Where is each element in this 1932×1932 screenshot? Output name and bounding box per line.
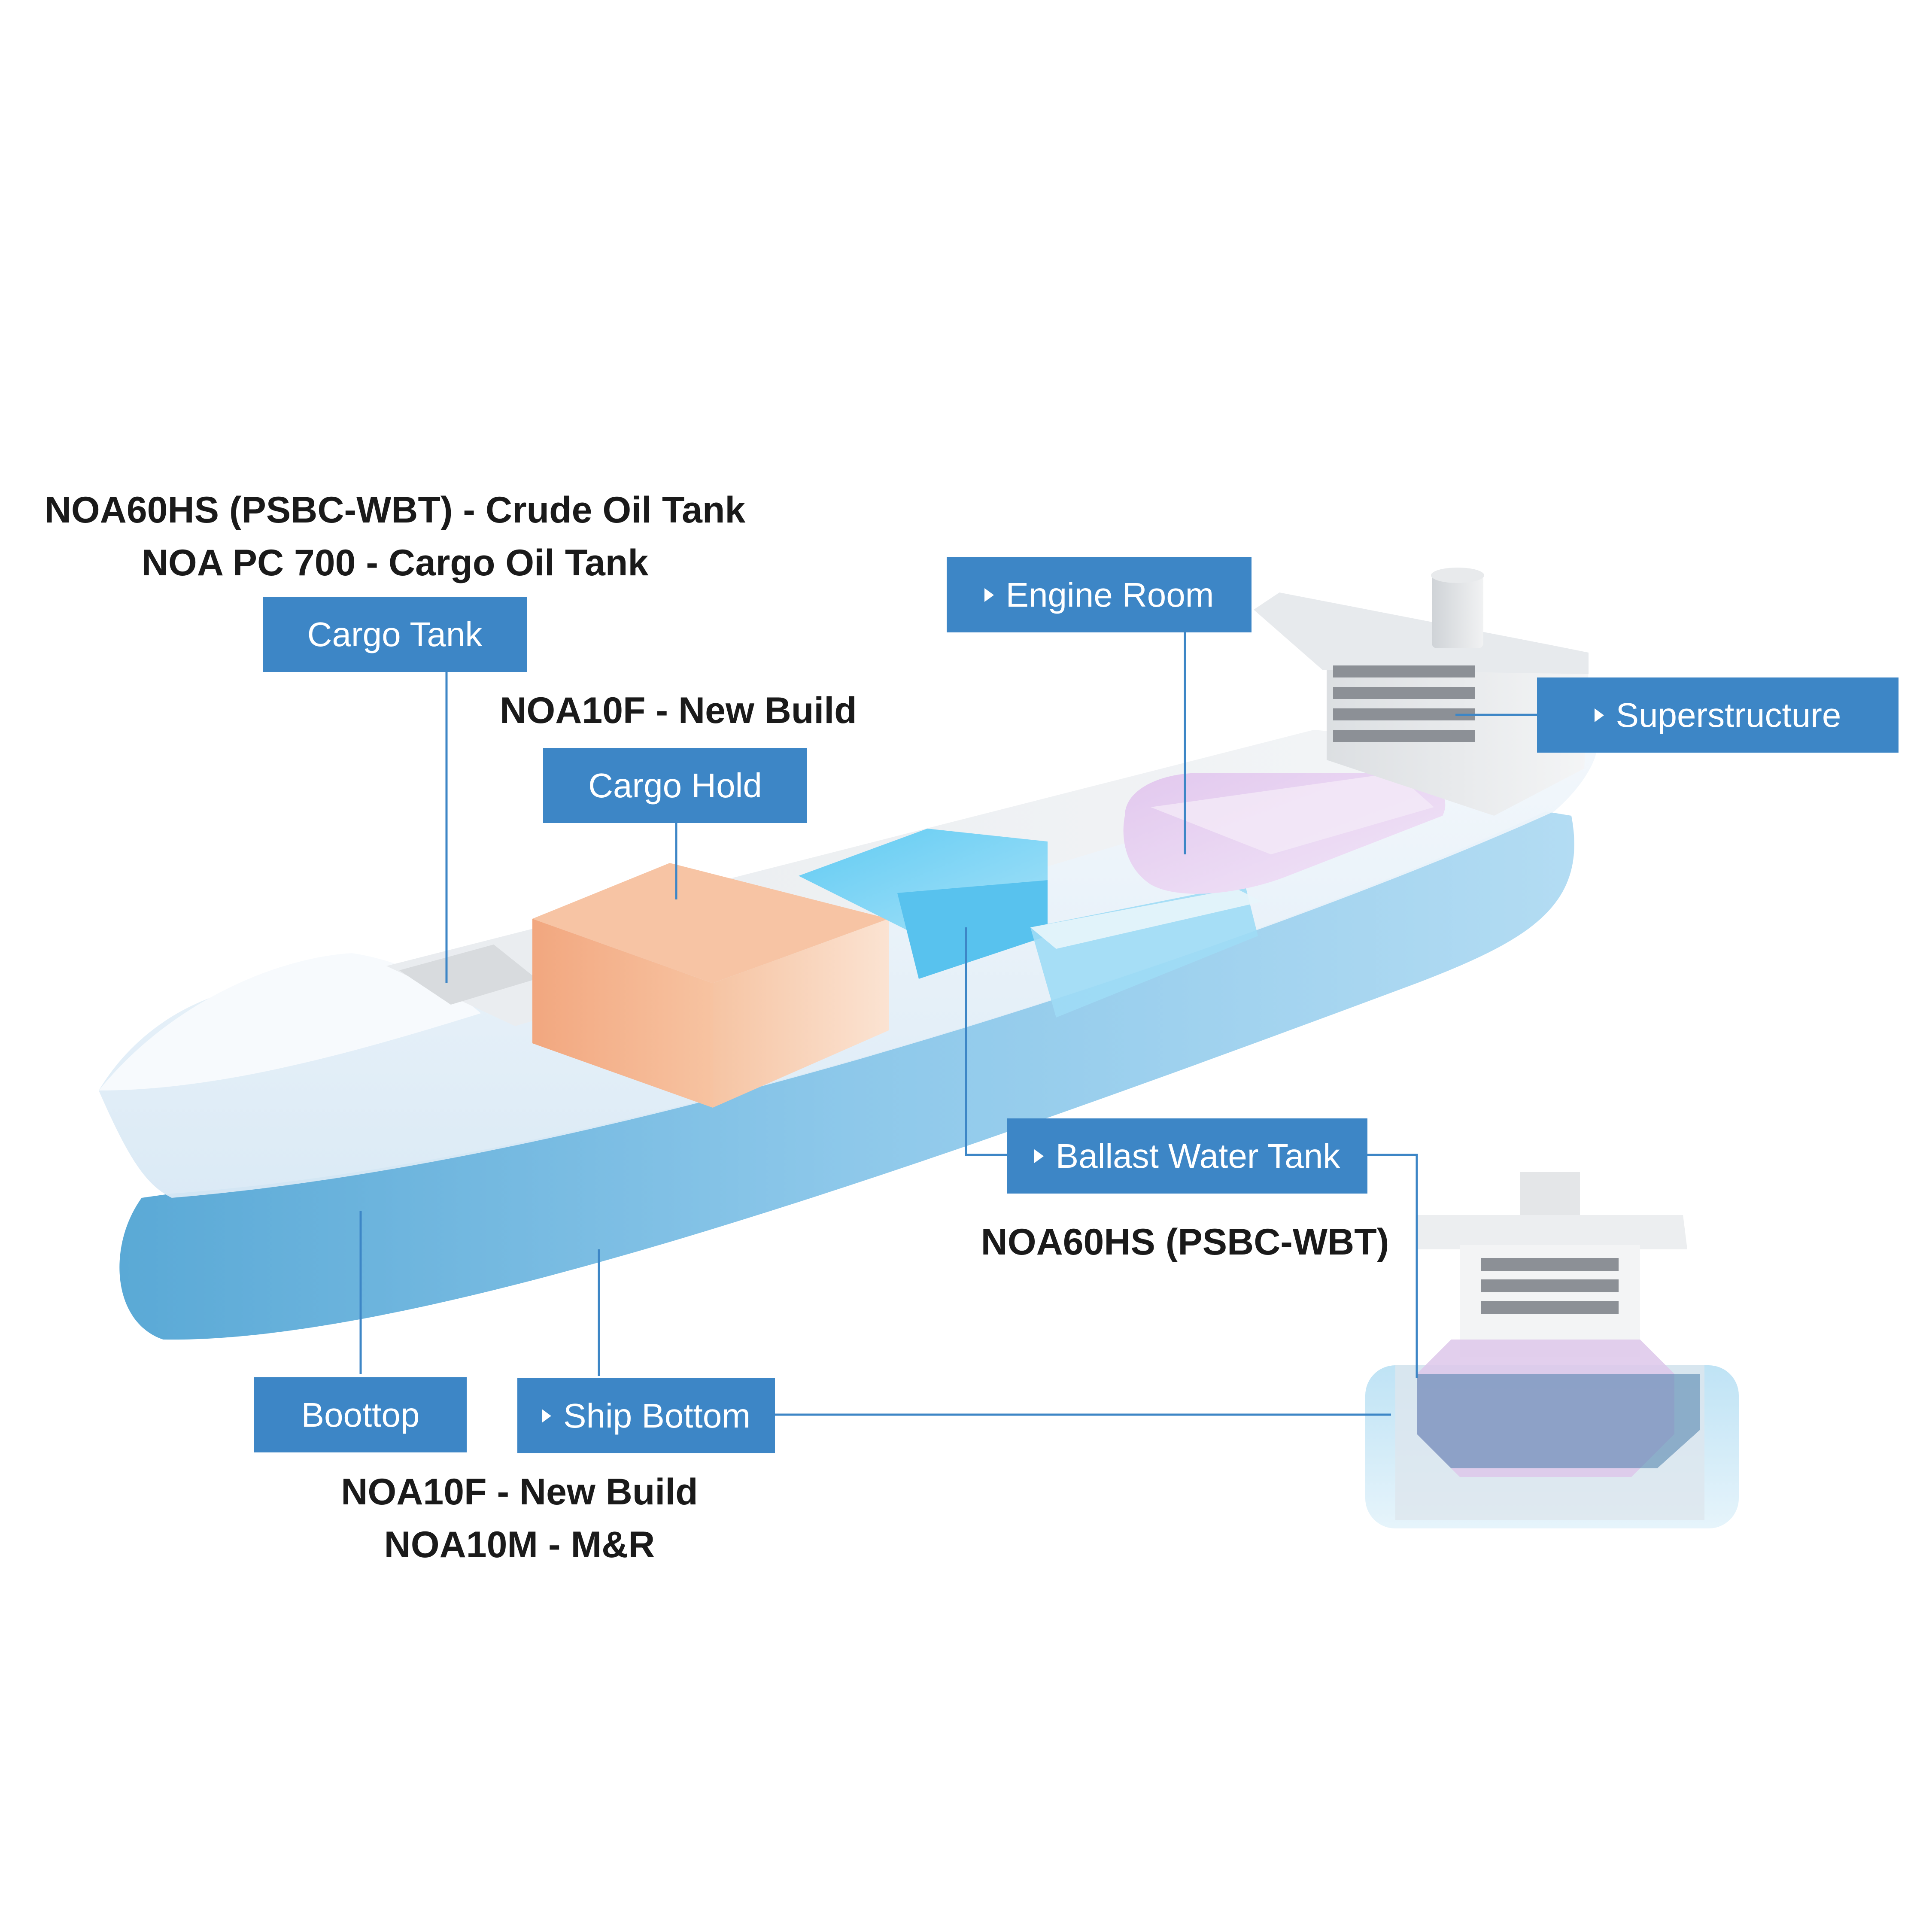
cargo-tank-label[interactable]: Cargo Tank [263,597,527,672]
bottom-product-line2: NOA10M - M&R [384,1524,655,1565]
funnel [1432,571,1483,648]
cargo-hold-label[interactable]: Cargo Hold [543,748,807,823]
superstructure-label-text: Superstructure [1616,696,1841,734]
ballast-water-tank-label-text: Ballast Water Tank [1055,1136,1340,1175]
caret-right-icon [1034,1149,1044,1163]
engine-room-label[interactable]: Engine Room [947,557,1252,632]
ship-bottom-label[interactable]: Ship Bottom [517,1378,775,1453]
ballast-tank-top [799,829,1048,932]
bottom-product-line1: NOA10F - New Build [341,1471,698,1513]
cargo-hold-side [713,919,889,1108]
engine-room-label-text: Engine Room [1005,575,1214,614]
caret-right-icon [542,1409,552,1423]
cargo-tank-label-text: Cargo Tank [307,615,483,653]
ship-bottom-label-text: Ship Bottom [563,1396,750,1435]
engine-room-top [1151,773,1434,854]
cargo-tank-product-line2: NOA PC 700 - Cargo Oil Tank [141,542,649,583]
ballast-tank-cover [1030,889,1262,949]
superstructure-label[interactable]: Superstructure [1537,677,1899,753]
cargo-hold-product: NOA10F - New Build [500,690,857,731]
cargo-hold-top [532,863,889,983]
bridge-wing [1254,592,1589,674]
caret-right-icon [1594,708,1604,722]
ship-cross-section [1365,1172,1739,1528]
superstructure-windows [1333,665,1475,742]
ballast-connector [965,927,1007,1156]
ballast-section-connector [1365,1154,1418,1378]
boottop-label[interactable]: Boottop [254,1377,467,1452]
funnel-top [1431,568,1484,583]
caret-right-icon [984,588,994,602]
hull-underwater [119,811,1574,1340]
ballast-tank-left [897,880,1048,979]
boottop-label-text: Boottop [301,1395,420,1434]
cargo-hold-label-text: Cargo Hold [588,766,762,805]
bow-deck [99,953,481,1091]
ballast-product: NOA60HS (PSBC-WBT) [981,1221,1389,1263]
connector-lines [359,631,1537,1416]
cargo-hold-front [532,919,713,1108]
cargo-tank-product-line1: NOA60HS (PSBC-WBT) - Crude Oil Tank [44,489,746,531]
deck-inner [399,945,537,1005]
ballast-water-tank-label[interactable]: Ballast Water Tank [1007,1118,1367,1194]
